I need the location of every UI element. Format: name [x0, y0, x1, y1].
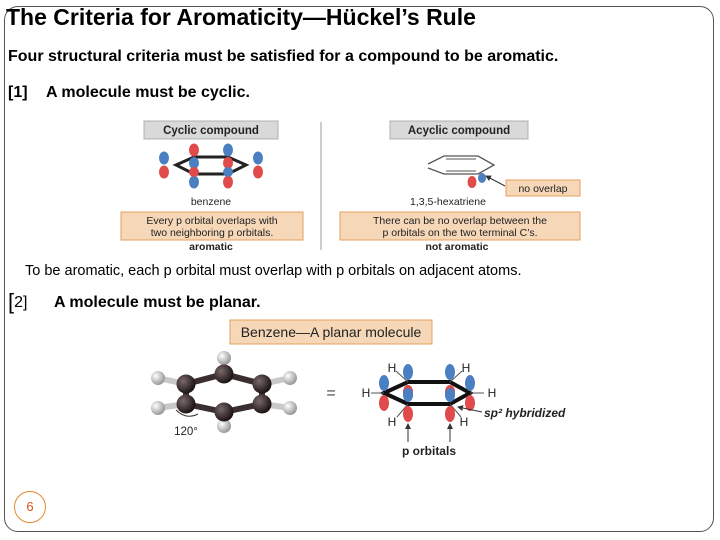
planar-header: Benzene—A planar molecule: [241, 324, 422, 340]
bond-angle-label: 120°: [174, 426, 198, 438]
cyclic-caption-line1: Every p orbital overlaps with: [146, 215, 277, 227]
acyclic-header-box: [389, 120, 529, 140]
criterion-1-number: [1]: [8, 84, 28, 101]
acyclic-caption-line1: There can be no overlap between the: [373, 215, 547, 227]
ball-and-stick-model: [151, 351, 297, 433]
acyclic-header: Acyclic compound: [408, 125, 510, 137]
acyclic-caption-line2: p orbitals on the two terminal C’s.: [382, 227, 537, 239]
no-overlap-label: no overlap: [518, 183, 567, 195]
no-overlap-box: [505, 179, 581, 197]
cyclic-caption-box: [120, 211, 304, 241]
benzene-p-orbital-diagram: [371, 364, 484, 422]
sp2-arrow: [457, 405, 483, 413]
equals-sign: =: [326, 385, 335, 402]
cyclic-name: benzene: [191, 196, 231, 208]
criterion-1: [1] A molecule must be cyclic.: [8, 84, 250, 102]
acyclic-verdict: not aromatic: [425, 241, 488, 253]
cyclic-verdict: aromatic: [189, 241, 233, 253]
acyclic-caption-box: [339, 211, 581, 241]
h-atom-label: H: [388, 415, 397, 429]
hexatriene-drawing: [427, 155, 496, 188]
p-orbitals-label: p orbitals: [402, 444, 456, 458]
h-atom-label: H: [388, 361, 397, 375]
h-atom-label: H: [460, 415, 469, 429]
slide-title: The Criteria for Aromaticity—Hückel’s Ru…: [6, 4, 476, 30]
criterion-2-text: A molecule must be planar.: [54, 294, 261, 311]
criterion-2: [2] A molecule must be planar.: [8, 289, 261, 315]
page-number: 6: [14, 491, 46, 523]
intro-text: Four structural criteria must be satisfi…: [8, 48, 559, 65]
h-atom-label: H: [488, 386, 497, 400]
h-atom-label: H: [462, 361, 471, 375]
planar-header-box: [229, 319, 433, 345]
h-atom-label: H: [362, 386, 371, 400]
benzene-orbital-drawing: [159, 143, 263, 189]
slide-frame: [4, 6, 714, 532]
cyclic-header: Cyclic compound: [163, 125, 259, 137]
no-overlap-arrow: [485, 175, 506, 187]
cyclic-header-box: [143, 120, 279, 140]
cyclic-caption-line2: two neighboring p orbitals.: [151, 227, 274, 239]
criterion-2-number: [2]: [8, 289, 28, 314]
sp2-hybridized-label: sp² hybridized: [484, 406, 566, 420]
criterion-1-text: A molecule must be cyclic.: [46, 84, 250, 101]
overlap-note: To be aromatic, each p orbital must over…: [25, 263, 522, 279]
acyclic-name: 1,3,5-hexatriene: [410, 196, 486, 208]
